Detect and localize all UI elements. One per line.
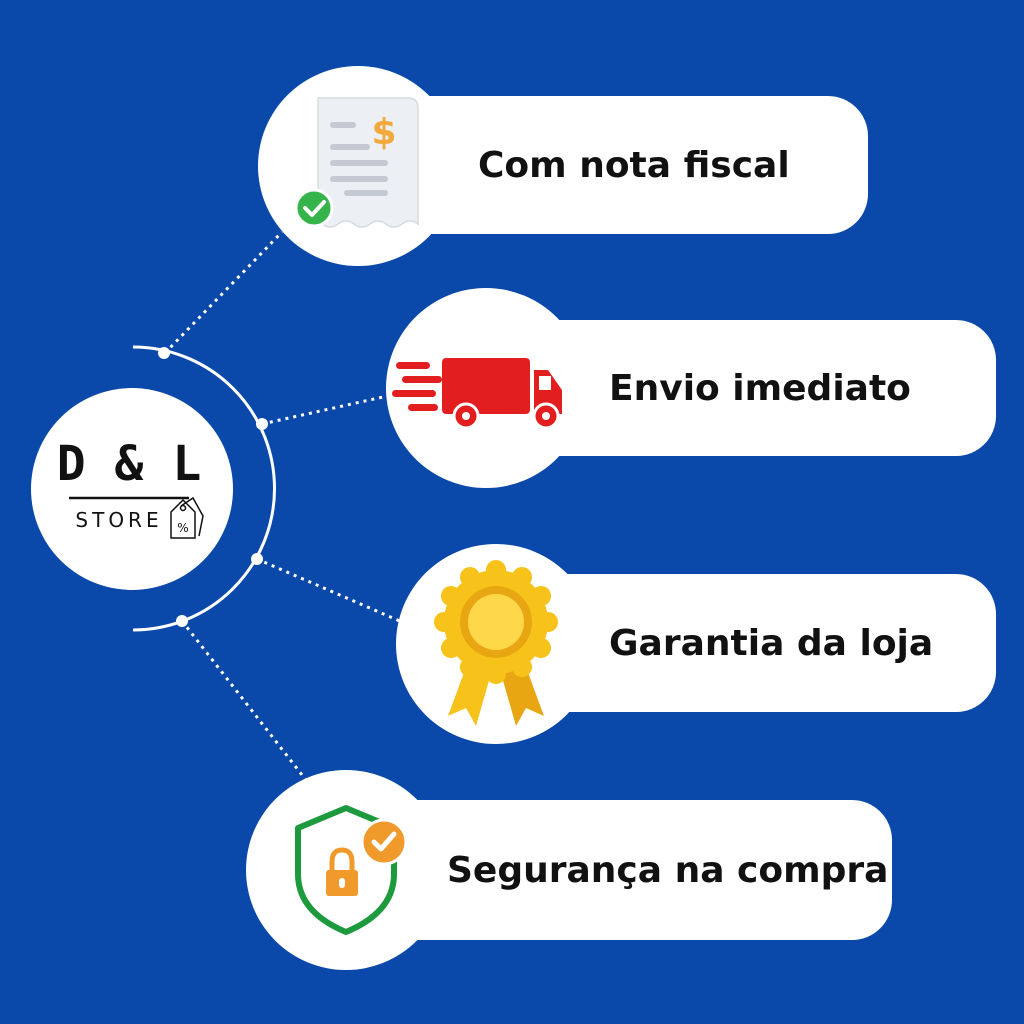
delivery-truck-icon [386, 288, 586, 488]
feature-label: Segurança na compra [447, 849, 889, 891]
connector-node-3 [251, 553, 263, 565]
connector-node-1 [158, 347, 170, 359]
price-tag-icon: % [170, 496, 204, 539]
feature-label: Envio imediato [609, 367, 911, 409]
connector-2 [261, 393, 393, 426]
feature-label: Garantia da loja [609, 622, 934, 664]
hub-arc [132, 345, 276, 632]
connector-3 [256, 557, 403, 624]
award-ribbon-badge-icon [396, 544, 596, 744]
logo-sub: STORE [75, 508, 162, 532]
feature-label: Com nota fiscal [478, 144, 790, 186]
logo-mark: D & L [57, 436, 202, 492]
connector-node-4 [176, 615, 188, 627]
receipt-dollar-check-icon: $ [258, 66, 458, 266]
connector-node-2 [256, 418, 268, 430]
brand-logo: D & L STORE % [31, 388, 233, 590]
dollar-glyph: $ [371, 112, 396, 153]
connector-4 [180, 620, 308, 781]
security-shield-lock-icon [246, 770, 446, 970]
tag-glyph: % [177, 521, 188, 535]
